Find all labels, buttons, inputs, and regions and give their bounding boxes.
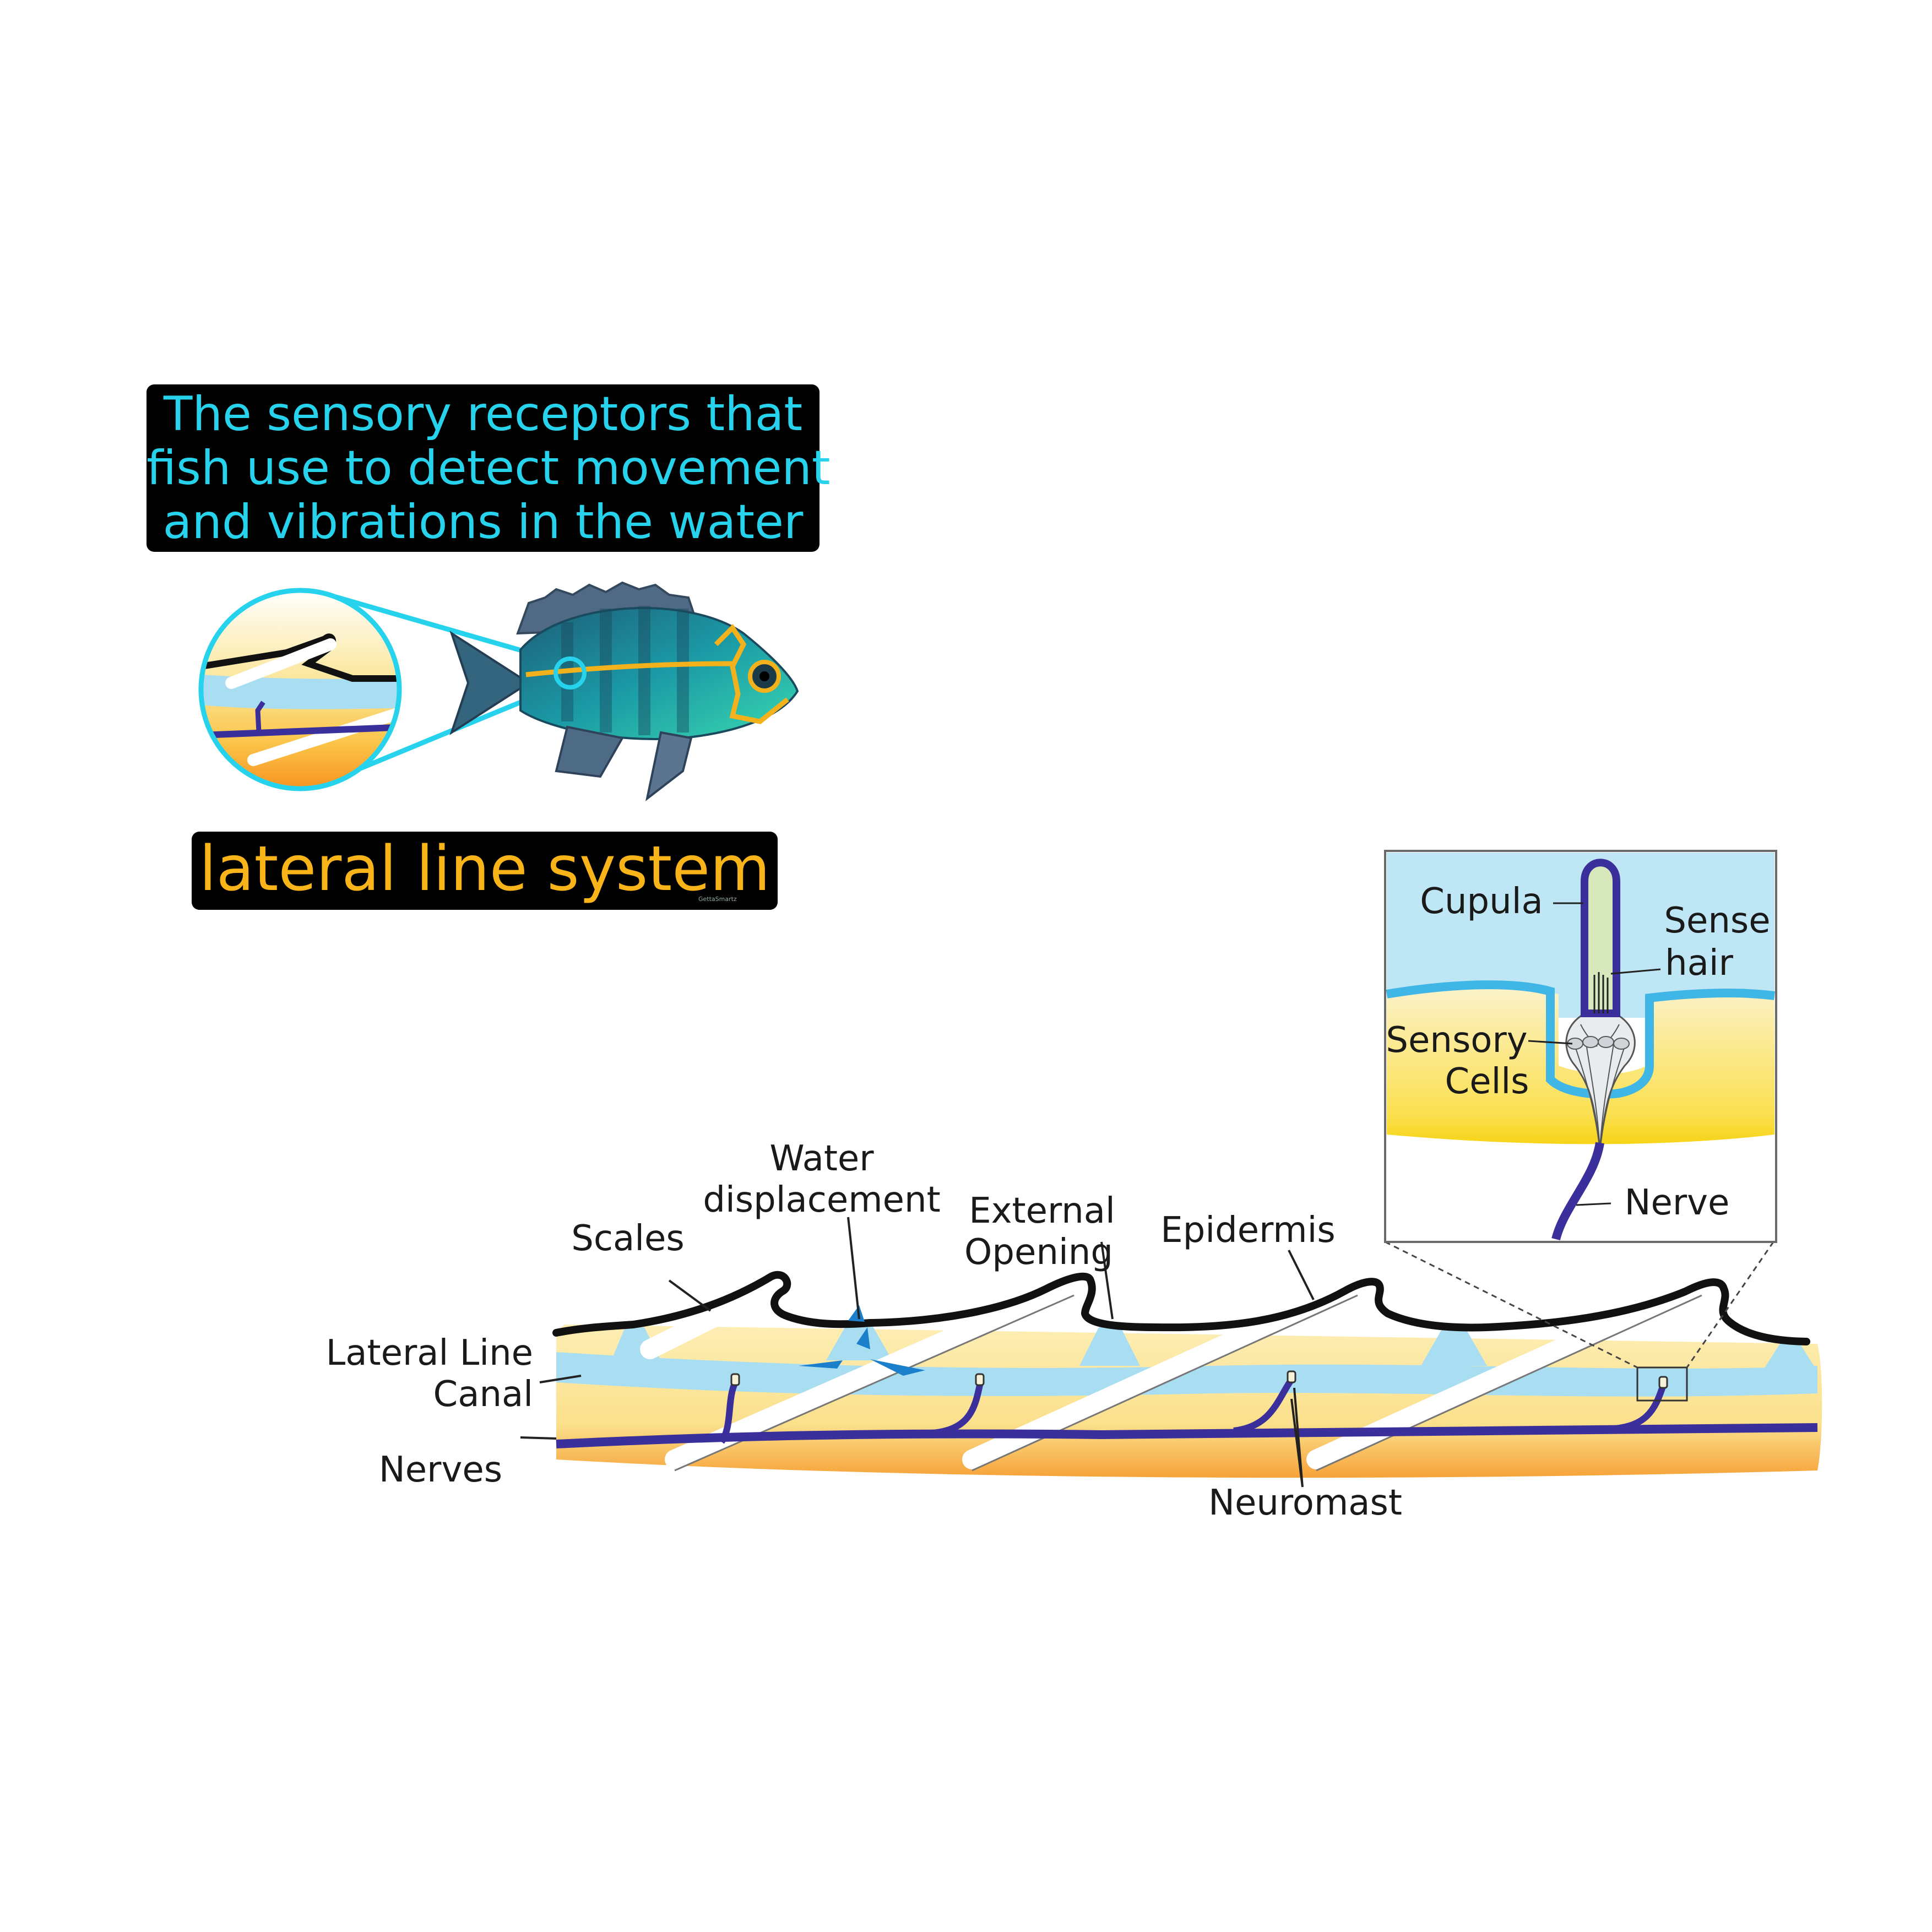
watermark: GettaSmartz (698, 896, 737, 903)
zoom-circle-content (201, 590, 399, 789)
neuromast-inset: Cupula Sense hair Sensory Cells Nerve (1384, 850, 1777, 1243)
tissue-layer (556, 1325, 1822, 1478)
inset-epidermis (1386, 980, 1776, 1099)
label-epidermis: Epidermis (1160, 1210, 1336, 1251)
label-sense-hair-2: hair (1665, 943, 1734, 984)
neuromast-zoom-box (1636, 1366, 1688, 1402)
inset-nerve (1551, 1142, 1604, 1241)
label-scales: Scales (571, 1218, 685, 1259)
label-water-displacement-1: Water (769, 1138, 874, 1179)
neuromasts (730, 1370, 1668, 1389)
pelvic-fin (645, 731, 693, 801)
epidermis-line (552, 1271, 1810, 1345)
cross-section: Scales Water displacement External Openi… (326, 1138, 1822, 1523)
tail-fin (449, 631, 531, 735)
label-external-opening-2: Opening (964, 1232, 1113, 1273)
label-nerve: Nerve (1625, 1182, 1730, 1223)
head-canal (714, 623, 789, 724)
definition-line-1: The sensory receptors that (163, 387, 803, 442)
definition-box: The sensory receptors that fish use to d… (146, 384, 831, 552)
label-water-displacement-2: displacement (703, 1180, 940, 1220)
label-cupula: Cupula (1420, 881, 1543, 922)
anal-fin (555, 725, 625, 778)
nerve-branches (718, 1377, 1667, 1444)
label-neuromast: Neuromast (1208, 1483, 1402, 1523)
fish-figure (198, 581, 799, 801)
fish-lateral-line (525, 661, 733, 677)
label-nerves: Nerves (379, 1450, 502, 1490)
definition-line-2: fish use to detect movement (146, 441, 831, 496)
label-lateral-line-canal-1: Lateral Line (326, 1333, 533, 1374)
label-lateral-line-canal-2: Canal (433, 1374, 533, 1415)
cupula (1581, 859, 1620, 1017)
label-sensory-cells-2: Cells (1445, 1061, 1529, 1102)
sensory-cells (1567, 1036, 1630, 1050)
term-title: lateral line system (192, 832, 778, 910)
zoom-circle (198, 588, 402, 791)
label-sense-hair-1: Sense (1664, 900, 1770, 941)
sense-hairs (1593, 972, 1609, 1013)
definition-line-3: and vibrations in the water (162, 495, 804, 550)
label-sensory-cells-1: Sensory (1386, 1020, 1527, 1061)
water-displacement-arrows (799, 1305, 925, 1376)
zoom-target-circle (553, 656, 587, 690)
label-external-opening-1: External (969, 1191, 1115, 1231)
